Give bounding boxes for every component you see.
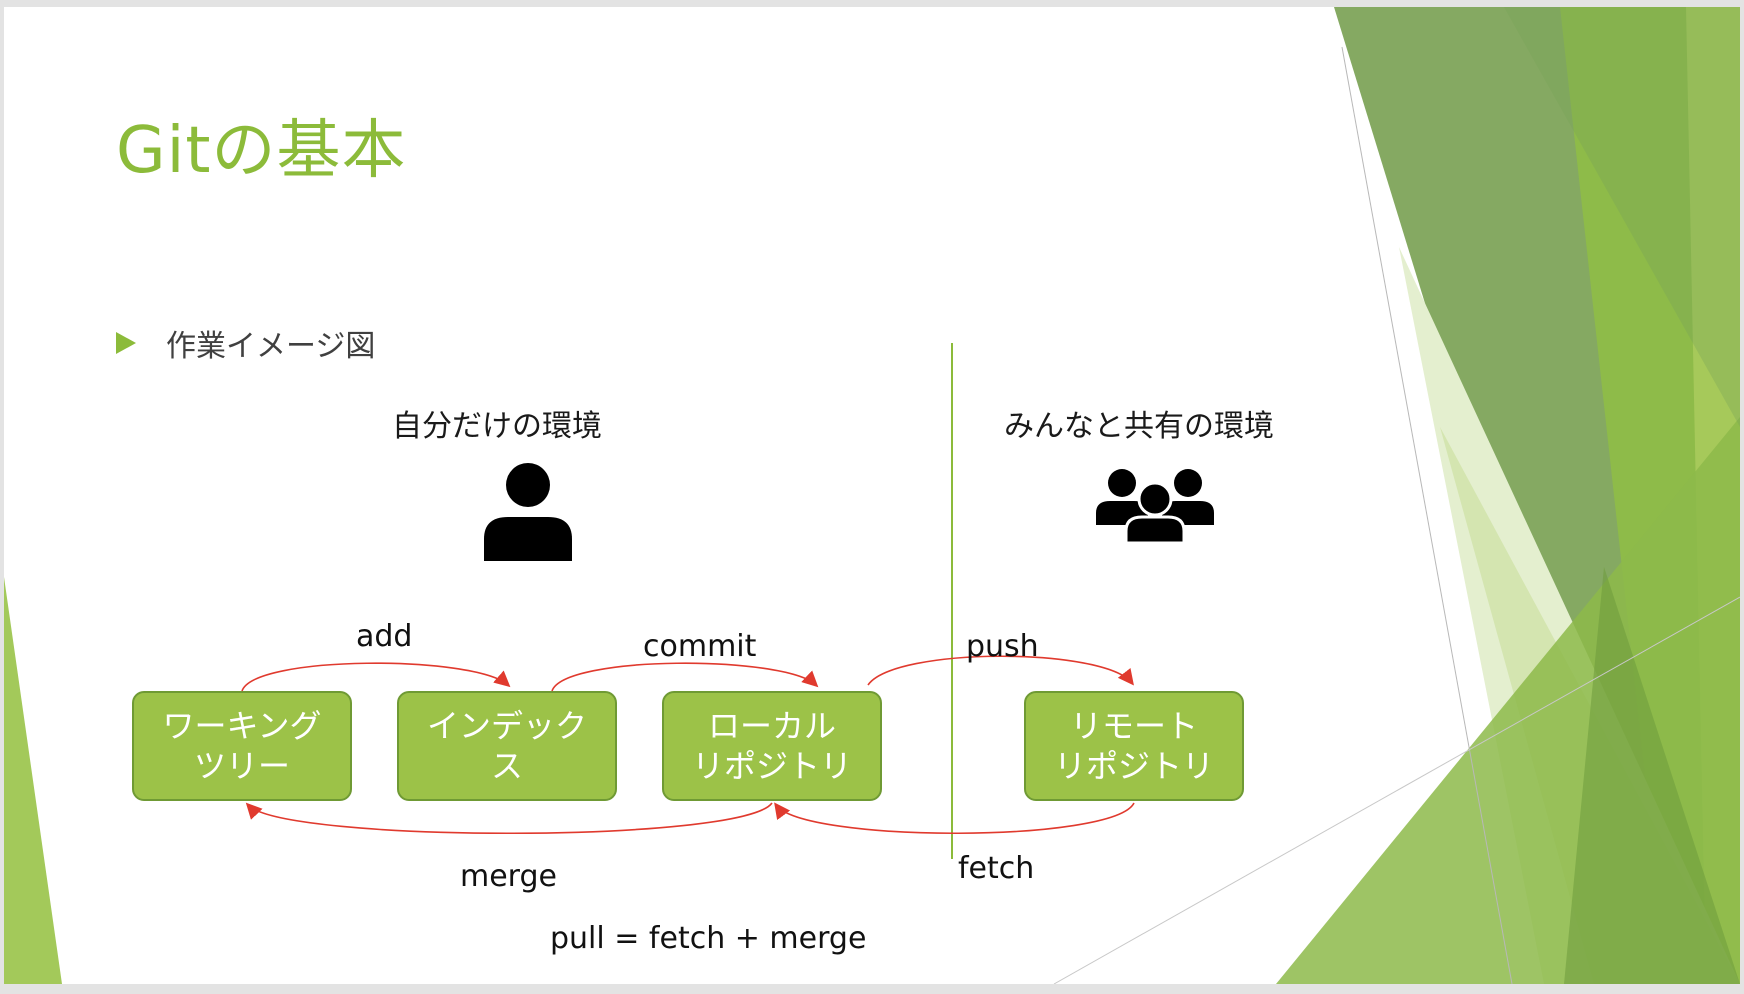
shared-environment-label: みんなと共有の環境 [1004,409,1274,444]
local-repository-label-line1: ローカル [707,707,836,745]
index-label-line1: インデック [426,707,587,745]
fetch-label: fetch [958,851,1035,886]
add-label: add [356,619,413,654]
local-environment-label: 自分だけの環境 [392,409,602,444]
person-icon [484,463,572,561]
commit-label: commit [643,629,757,664]
remote-repository-box: リモート リポジトリ [1024,691,1244,801]
bullet-item: 作業イメージ図 [116,321,375,365]
background-decoration [4,7,1740,984]
local-repository-label-line2: リポジトリ [691,747,852,785]
index-label-line2: ス [490,747,523,785]
working-tree-label-line1: ワーキング [162,707,322,745]
remote-repository-label-line1: リモート [1069,707,1198,745]
pull-formula: pull = fetch + merge [550,921,867,956]
slide-title: Gitの基本 [116,114,407,188]
remote-repository-label-line2: リポジトリ [1053,747,1214,785]
bullet-triangle-icon [116,332,136,354]
push-label: push [966,629,1039,664]
merge-label: merge [460,859,557,894]
working-tree-label-line2: ツリー [193,747,290,785]
slide: Gitの基本 作業イメージ図 自分だけの環境 みんなと共有の環境 ワーキング ツ… [4,7,1740,984]
working-tree-box: ワーキング ツリー [132,691,352,801]
bullet-text: 作業イメージ図 [166,329,376,364]
index-box: インデック ス [397,691,617,801]
local-repository-box: ローカル リポジトリ [662,691,882,801]
group-icon [1096,469,1214,543]
